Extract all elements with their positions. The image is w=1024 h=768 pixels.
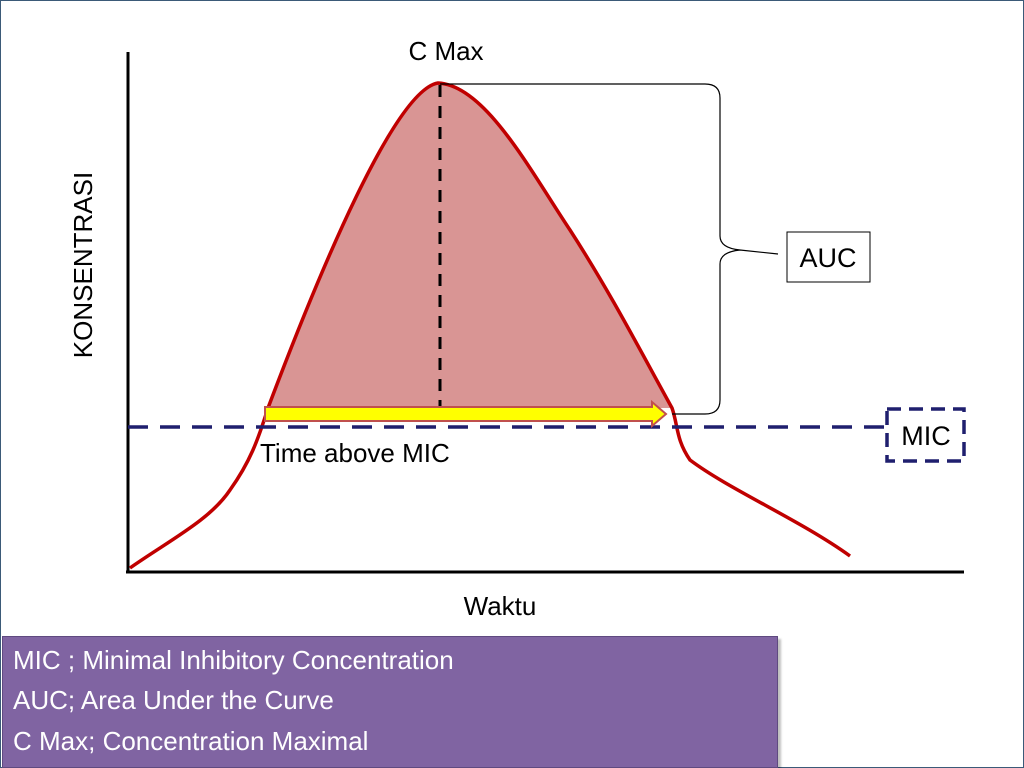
legend-item-cmax: C Max; Concentration Maximal [13,726,369,756]
mic-label: MIC [901,421,951,451]
y-axis-label: KONSENTRASI [68,172,98,358]
legend-item-mic: MIC ; Minimal Inhibitory Concentration [13,645,454,675]
auc-label-box [786,231,871,283]
legend-item-auc: AUC; Area Under the Curve [13,685,334,715]
pk-diagram: AUC MIC C Max Time above MIC KONSENTRASI… [68,36,966,621]
concentration-curve [128,81,852,570]
auc-bracket [440,83,779,415]
auc-area [268,83,672,408]
cmax-label: C Max [408,36,483,66]
mic-label-box [885,407,966,463]
auc-label: AUC [799,243,856,273]
time-above-mic-arrow [264,399,668,429]
x-axis-label: Waktu [464,591,537,621]
time-above-mic-label: Time above MIC [260,438,450,468]
definitions-box: MIC ; Minimal Inhibitory Concentration A… [2,636,778,768]
